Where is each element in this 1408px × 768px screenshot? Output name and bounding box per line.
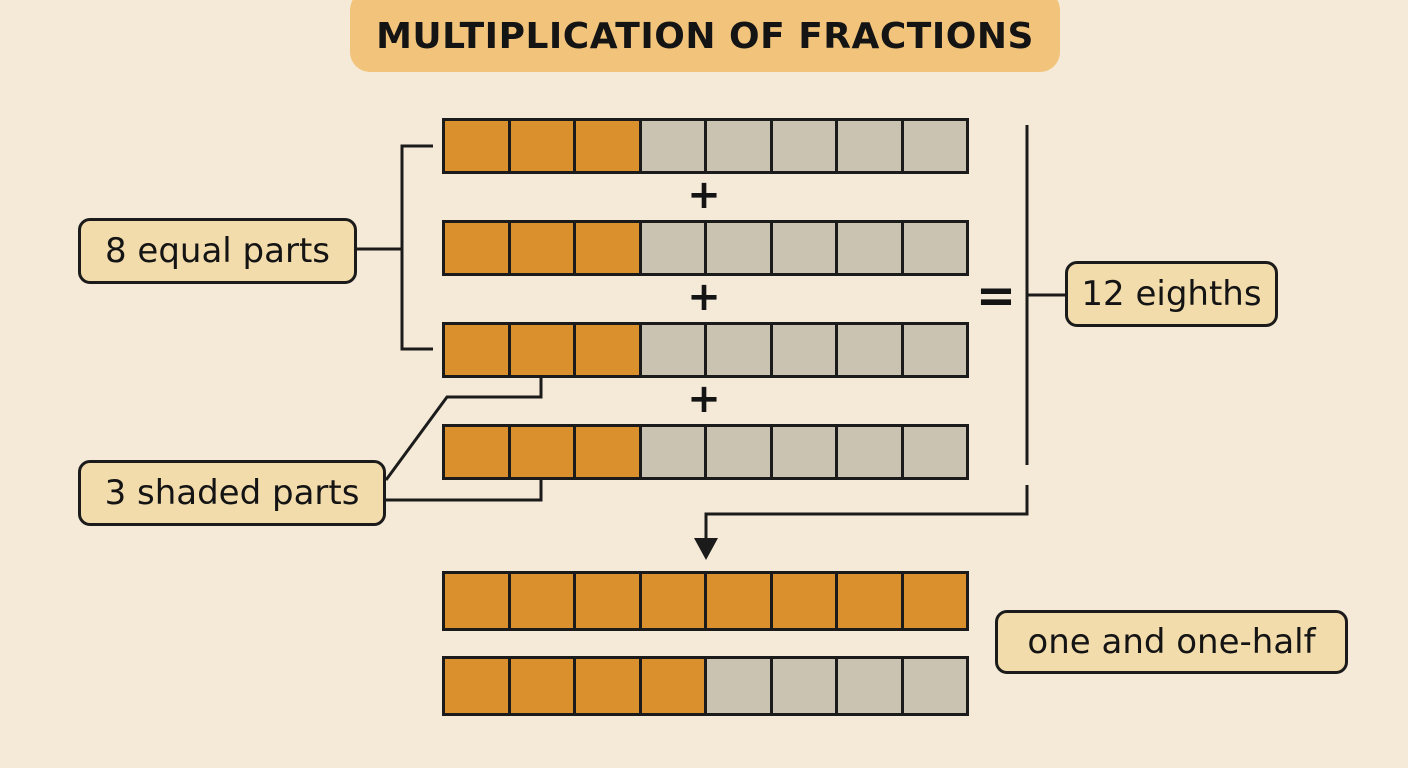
equal-parts-label: 8 equal parts (78, 218, 357, 284)
unshaded-cell (772, 121, 835, 171)
shaded-cell (510, 223, 573, 273)
shaded-parts-leader-lower (386, 477, 543, 502)
shaded-cell (445, 427, 508, 477)
shaded-cell (576, 427, 639, 477)
page-title: MULTIPLICATION OF FRACTIONS (376, 16, 1034, 57)
fraction-bar-3 (442, 322, 969, 378)
equal-parts-bracket (400, 144, 433, 351)
total-label: 12 eighths (1065, 261, 1278, 327)
plus-sign-1: + (687, 172, 721, 218)
arrow-head-icon (694, 538, 718, 560)
unshaded-cell (903, 325, 966, 375)
shaded-cell (838, 574, 901, 628)
result-label: one and one-half (995, 610, 1348, 674)
shaded-cell (641, 659, 704, 713)
shaded-parts-leader-upper (384, 374, 543, 481)
unshaded-cell (838, 325, 901, 375)
shaded-cell (510, 325, 573, 375)
unshaded-cell (772, 223, 835, 273)
shaded-cell (707, 574, 770, 628)
shaded-cell (576, 325, 639, 375)
shaded-cell (510, 427, 573, 477)
unshaded-cell (772, 427, 835, 477)
shaded-cell (641, 574, 704, 628)
shaded-cell (510, 659, 573, 713)
plus-sign-2: + (687, 274, 721, 320)
result-bar-1 (442, 571, 969, 631)
shaded-cell (445, 121, 508, 171)
shaded-cell (445, 574, 508, 628)
shaded-cell (576, 121, 639, 171)
shaded-cell (576, 574, 639, 628)
unshaded-cell (641, 427, 704, 477)
result-bar-2 (442, 656, 969, 716)
unshaded-cell (707, 223, 770, 273)
unshaded-cell (838, 427, 901, 477)
unshaded-cell (772, 325, 835, 375)
fraction-bar-4 (442, 424, 969, 480)
result-arrow-line (704, 485, 1029, 545)
shaded-cell (903, 574, 966, 628)
unshaded-cell (838, 121, 901, 171)
unshaded-cell (641, 325, 704, 375)
equals-sign: = (975, 268, 1017, 324)
unshaded-cell (838, 223, 901, 273)
shaded-cell (445, 223, 508, 273)
unshaded-cell (903, 427, 966, 477)
unshaded-cell (707, 427, 770, 477)
shaded-cell (445, 325, 508, 375)
shaded-parts-label: 3 shaded parts (78, 460, 386, 526)
unshaded-cell (772, 659, 835, 713)
shaded-cell (772, 574, 835, 628)
shaded-cell (510, 121, 573, 171)
shaded-cell (510, 574, 573, 628)
unshaded-cell (641, 223, 704, 273)
shaded-cell (445, 659, 508, 713)
fraction-bar-1 (442, 118, 969, 174)
plus-sign-3: + (687, 376, 721, 422)
shaded-cell (576, 659, 639, 713)
unshaded-cell (903, 223, 966, 273)
unshaded-cell (707, 121, 770, 171)
fraction-bar-2 (442, 220, 969, 276)
shaded-cell (576, 223, 639, 273)
unshaded-cell (903, 659, 966, 713)
unshaded-cell (641, 121, 704, 171)
unshaded-cell (707, 659, 770, 713)
unshaded-cell (838, 659, 901, 713)
unshaded-cell (903, 121, 966, 171)
title-banner (350, 0, 1060, 72)
unshaded-cell (707, 325, 770, 375)
